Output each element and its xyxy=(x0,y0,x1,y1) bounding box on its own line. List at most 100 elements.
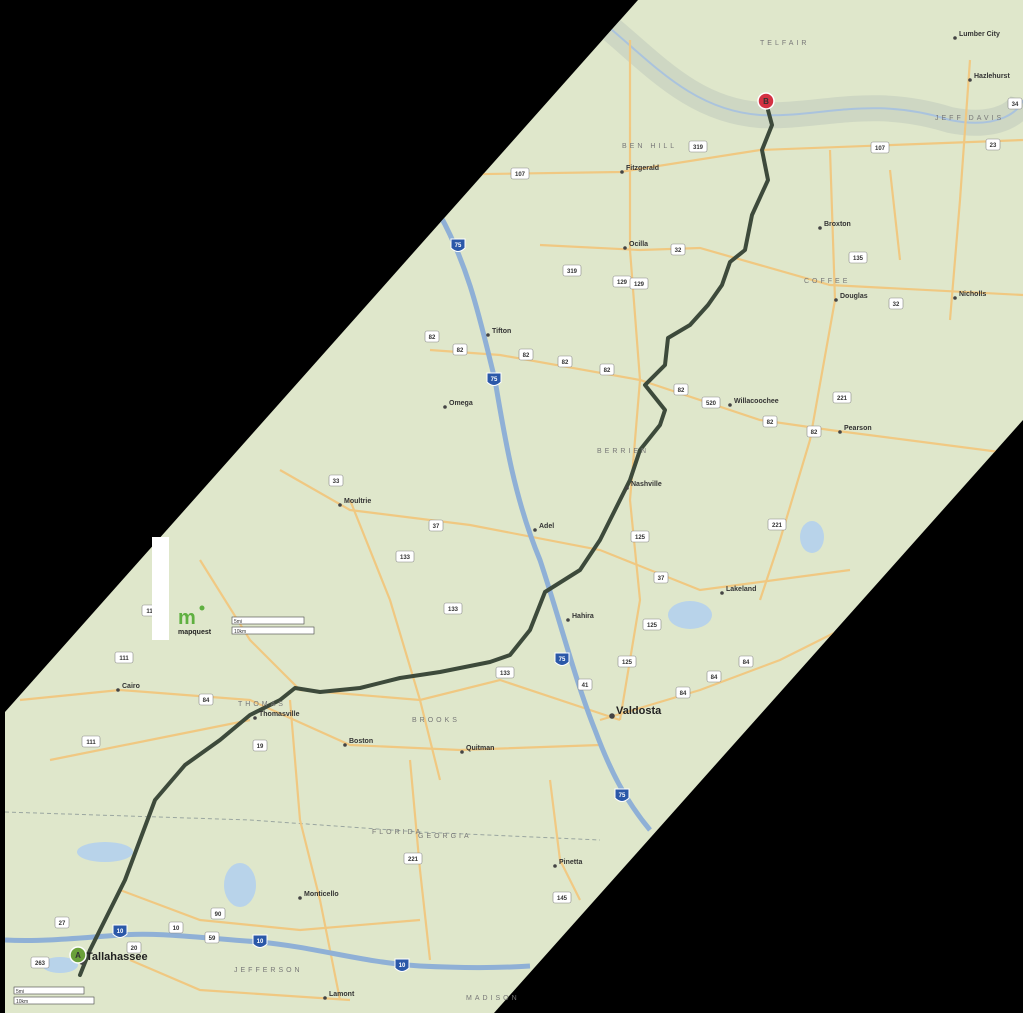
city-dot xyxy=(443,405,447,409)
city-dot xyxy=(953,36,957,40)
route-shield xyxy=(1007,97,1023,110)
route-shield xyxy=(510,167,530,180)
city-dot xyxy=(338,503,342,507)
interstate-shield-label: 10 xyxy=(117,929,124,935)
city-dot xyxy=(620,170,624,174)
route-shield xyxy=(848,251,868,264)
svg-text:m: m xyxy=(178,607,196,629)
city-dot xyxy=(343,743,347,747)
route-shield-label: 129 xyxy=(617,280,628,286)
route-shield-label: 84 xyxy=(743,660,750,666)
route-shield xyxy=(767,518,787,531)
state-line-label: GEORGIA xyxy=(418,833,472,840)
city-label-pinetta: Pinetta xyxy=(559,859,582,866)
route-shield xyxy=(204,931,220,944)
route-shield-label: 10 xyxy=(173,926,180,932)
route-shield xyxy=(557,355,573,368)
route-shield-label: 37 xyxy=(658,576,665,582)
route-shield xyxy=(495,666,515,679)
route-shield xyxy=(428,519,444,532)
interstate-shield-label: 75 xyxy=(491,377,498,383)
lake xyxy=(77,842,133,862)
county-label-thomas: THOMAS xyxy=(238,701,286,708)
route-shield-label: 59 xyxy=(209,936,216,942)
city-dot xyxy=(838,430,842,434)
route-shield xyxy=(806,425,822,438)
route-shield-label: 84 xyxy=(680,691,687,697)
route-shield xyxy=(706,670,722,683)
marker-b[interactable]: B xyxy=(757,92,775,110)
route-shield xyxy=(653,571,669,584)
city-label-lamont: Lamont xyxy=(329,991,355,998)
county-label-jefferson: JEFFERSON xyxy=(234,967,303,974)
city-dot xyxy=(834,298,838,302)
route-shield-label: 32 xyxy=(893,302,900,308)
city-dot xyxy=(728,403,732,407)
city-label-tallahassee: Tallahassee xyxy=(86,951,148,963)
lake xyxy=(668,601,712,629)
route-shield-label: 125 xyxy=(647,623,658,629)
county-label-coffee: COFFEE xyxy=(804,278,850,285)
route-shield-label: 107 xyxy=(515,172,526,178)
route-shield-label: 319 xyxy=(693,145,704,151)
county-label-telfair: TELFAIR xyxy=(760,40,809,47)
interstate-shield xyxy=(554,652,570,666)
county-label-berrien: BERRIEN xyxy=(597,448,649,455)
city-label-broxton: Broxton xyxy=(824,221,851,228)
city-label-thomasville: Thomasville xyxy=(259,711,300,718)
route-shield-label: 319 xyxy=(567,269,578,275)
route-shield-label: 33 xyxy=(333,479,340,485)
route-shield xyxy=(114,651,134,664)
city-label-moultrie: Moultrie xyxy=(344,498,371,505)
route-shield-label: 221 xyxy=(772,523,783,529)
river-line xyxy=(599,19,1023,124)
route-shield-label: 145 xyxy=(557,896,568,902)
route-shield-label: 107 xyxy=(875,146,886,152)
city-label-nicholls: Nicholls xyxy=(959,291,986,298)
city-dot xyxy=(953,296,957,300)
route-shield xyxy=(198,693,214,706)
county-label-ben-hill: BEN HILL xyxy=(622,143,677,150)
city-label-ocilla: Ocilla xyxy=(629,241,648,248)
route-shield xyxy=(562,264,582,277)
route-shield xyxy=(81,735,101,748)
city-dot xyxy=(968,78,972,82)
route-shield xyxy=(985,138,1001,151)
route-shield-label: 111 xyxy=(119,656,129,662)
route-shield xyxy=(54,916,70,929)
route-shield-label: 41 xyxy=(582,683,589,689)
city-dot xyxy=(298,896,302,900)
route-line xyxy=(78,108,774,977)
county-label-madison: MADISON xyxy=(466,995,520,1002)
city-label-nashville: Nashville xyxy=(631,481,662,488)
lake xyxy=(800,521,824,553)
city-dot xyxy=(566,618,570,622)
route-shield-label: 23 xyxy=(990,143,997,149)
route-shield-label: 82 xyxy=(604,368,611,374)
city-dot xyxy=(720,591,724,595)
city-label-lumber-city: Lumber City xyxy=(959,31,1000,38)
route-shield xyxy=(30,956,50,969)
route-shield-label: 520 xyxy=(706,401,717,407)
state-line-label: FLORIDA xyxy=(372,829,423,836)
route-shield-label: 135 xyxy=(853,256,864,262)
marker-a[interactable]: A xyxy=(69,946,87,964)
route-shield-label: 19 xyxy=(257,744,264,750)
route-shield-label: 27 xyxy=(59,921,66,927)
city-dot xyxy=(818,226,822,230)
route-shield-label: 82 xyxy=(811,430,818,436)
interstate-shield-label: 75 xyxy=(455,243,462,249)
interstate-shield xyxy=(394,958,410,972)
overlay-strip xyxy=(152,537,169,640)
route-shield-label: 90 xyxy=(215,912,222,918)
route-shield xyxy=(675,686,691,699)
interstate-75 xyxy=(437,213,652,832)
route-shield xyxy=(870,141,890,154)
city-label-monticello: Monticello xyxy=(304,891,339,898)
route-shield-label: 129 xyxy=(634,282,645,288)
city-label-hahira: Hahira xyxy=(572,613,594,620)
interstate-shield-label: 75 xyxy=(619,793,626,799)
marker-b-label: B xyxy=(763,97,769,106)
route-shield xyxy=(168,921,184,934)
